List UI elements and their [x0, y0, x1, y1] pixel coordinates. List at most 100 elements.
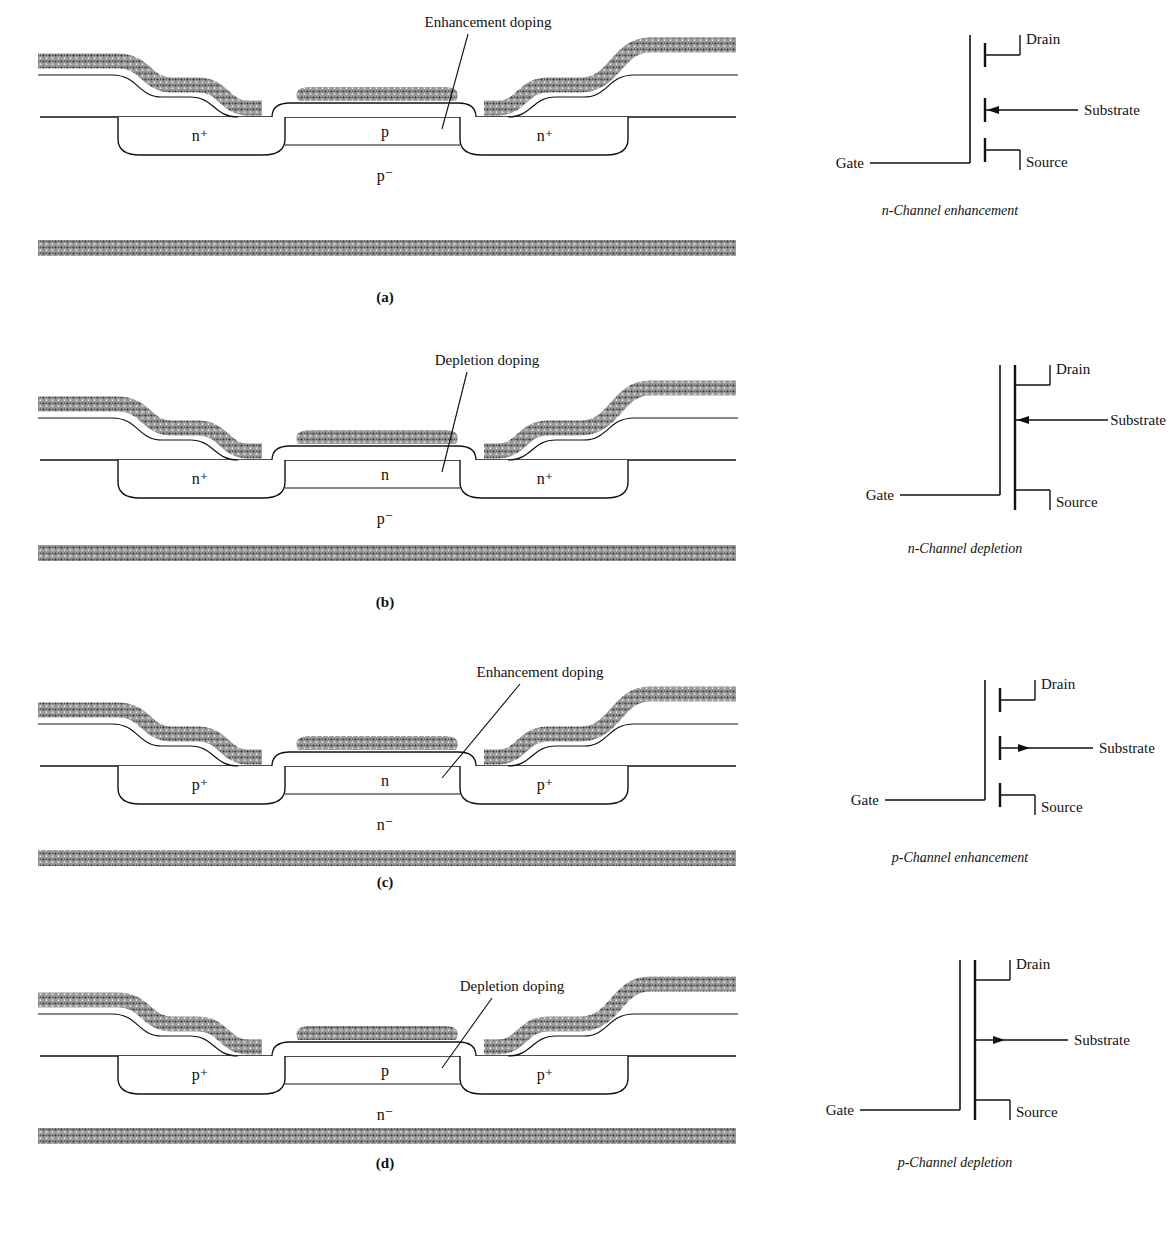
leader-line: [442, 372, 467, 472]
drain-metal: [484, 45, 736, 108]
substrate-arrow: [993, 1036, 1005, 1044]
doping-label: Enhancement doping: [424, 14, 551, 31]
panel-letter: (a): [376, 289, 394, 306]
gate-plate: [959, 960, 961, 1110]
symbol-caption: n-Channel depletion: [908, 540, 1023, 557]
region-label: n⁺: [537, 470, 553, 487]
drain-wire: [1015, 384, 1050, 385]
terminal-label: Source: [1016, 1104, 1058, 1121]
substrate-contact-metal: [38, 850, 736, 866]
drain-metal: [484, 694, 736, 757]
leader-line: [442, 998, 492, 1068]
terminal-label: Gate: [826, 1102, 854, 1119]
source-wire: [1019, 150, 1020, 170]
source-metal: [38, 710, 262, 757]
gate-wire: [900, 494, 1000, 495]
gate-wire: [885, 799, 985, 800]
panel-letter: (c): [377, 874, 394, 891]
terminal-label: Drain: [1041, 676, 1075, 693]
drain-well: [460, 766, 628, 804]
drain-wire: [1000, 699, 1035, 700]
drain-wire: [985, 54, 1020, 55]
drain-wire: [1009, 960, 1010, 980]
terminal-label: Drain: [1016, 956, 1050, 973]
terminal-label: Gate: [866, 487, 894, 504]
channel-region-boundary: [285, 1083, 460, 1084]
region-label: p⁻: [377, 510, 393, 527]
channel-line: [1014, 365, 1016, 510]
region-label: n⁺: [537, 127, 553, 144]
leader-line: [442, 34, 468, 129]
drain-well: [460, 117, 628, 155]
terminal-label: Substrate: [1110, 412, 1166, 429]
source-wire: [975, 1099, 1010, 1100]
terminal-label: Gate: [836, 155, 864, 172]
source-metal: [38, 404, 262, 451]
drain-wire: [975, 979, 1010, 980]
gate-oxide: [272, 1042, 476, 1056]
drain-wire: [1049, 365, 1050, 385]
region-label: n: [381, 772, 389, 789]
region-label: n⁻: [377, 1106, 393, 1123]
terminal-label: Drain: [1056, 361, 1090, 378]
region-label: n⁺: [192, 127, 208, 144]
drain-wire: [1034, 680, 1035, 700]
gate-metal: [297, 1026, 458, 1040]
substrate-contact-metal: [38, 1128, 736, 1144]
symbol-caption: p-Channel depletion: [898, 1154, 1013, 1171]
terminal-label: Substrate: [1074, 1032, 1130, 1049]
panel-letter: (b): [376, 594, 394, 611]
doping-label: Enhancement doping: [476, 664, 603, 681]
region-label: n⁺: [192, 470, 208, 487]
substrate-contact-metal: [38, 545, 736, 561]
terminal-label: Source: [1056, 494, 1098, 511]
region-label: p⁺: [192, 776, 208, 793]
drain-well: [460, 460, 628, 498]
substrate-arrow: [1017, 416, 1029, 424]
drain-metal: [484, 388, 736, 451]
region-label: p: [381, 123, 389, 140]
symbol-caption: p-Channel enhancement: [892, 849, 1028, 866]
source-wire: [1015, 489, 1050, 490]
gate-wire: [860, 1109, 960, 1110]
doping-label: Depletion doping: [460, 978, 565, 995]
region-label: n: [381, 466, 389, 483]
terminal-label: Substrate: [1099, 740, 1155, 757]
gate-oxide: [272, 752, 476, 766]
drain-well: [460, 1056, 628, 1094]
gate-plate: [984, 680, 986, 800]
region-label: p⁺: [537, 776, 553, 793]
source-wire: [1034, 795, 1035, 815]
region-label: n⁻: [377, 816, 393, 833]
channel-region-boundary: [285, 144, 460, 145]
source-well: [118, 460, 285, 498]
source-wire: [1009, 1100, 1010, 1120]
doping-label: Depletion doping: [435, 352, 540, 369]
terminal-label: Source: [1026, 154, 1068, 171]
region-label: p⁺: [537, 1066, 553, 1083]
terminal-label: Drain: [1026, 31, 1060, 48]
channel-region-boundary: [285, 793, 460, 794]
terminal-label: Substrate: [1084, 102, 1140, 119]
substrate-arrow: [1018, 744, 1030, 752]
substrate-arrow: [987, 106, 999, 114]
substrate-contact-metal: [38, 240, 736, 256]
gate-metal: [297, 87, 458, 101]
source-well: [118, 1056, 285, 1094]
region-label: p: [381, 1062, 389, 1079]
region-label: p⁻: [377, 167, 393, 184]
source-metal: [38, 61, 262, 108]
terminal-label: Source: [1041, 799, 1083, 816]
source-metal: [38, 1000, 262, 1047]
drain-wire: [1019, 35, 1020, 55]
source-well: [118, 117, 285, 155]
gate-metal: [297, 736, 458, 750]
substrate-wire: [1000, 747, 1093, 748]
region-label: p⁺: [192, 1066, 208, 1083]
gate-wire: [870, 162, 970, 163]
source-well: [118, 766, 285, 804]
gate-metal: [297, 430, 458, 444]
gate-plate: [999, 365, 1001, 495]
